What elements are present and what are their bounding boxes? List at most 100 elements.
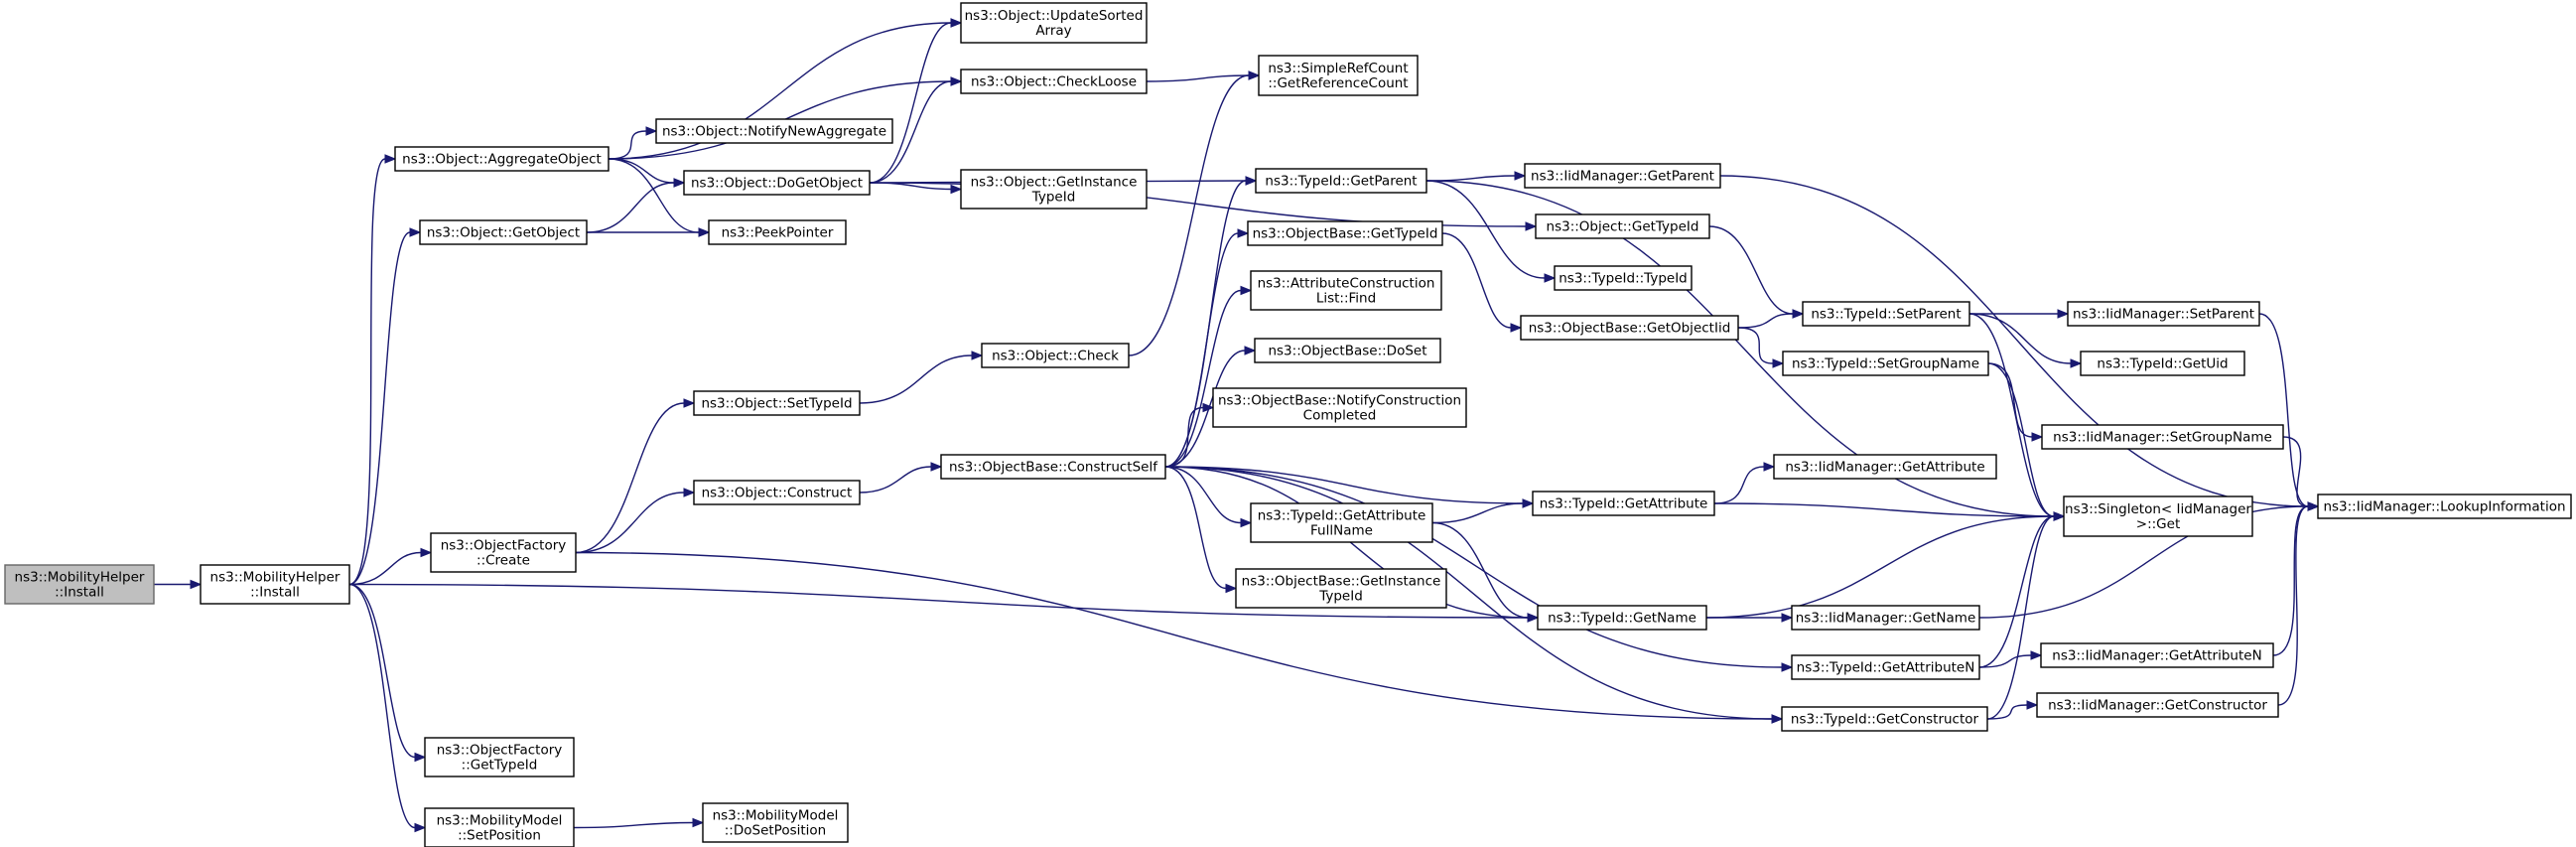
edge-arrowhead [2026,700,2039,710]
node-box [394,146,610,172]
node-box [981,343,1130,368]
node-box [1255,168,1427,194]
node-ns3-typeid-getconstructor[interactable]: ns3::TypeId::GetConstructor [1781,706,1988,732]
node-label: ns3::Object::GetObject [427,225,580,241]
edge-n17-n23 [1164,406,1204,468]
node-label: FullName [1310,523,1373,539]
edge-n1-n6 [348,583,416,829]
node-ns3-simplerefcount-getreferencecount[interactable]: ns3::SimpleRefCount::GetReferenceCount [1258,55,1419,96]
node-label: ns3::TypeId::GetAttributeN [1797,660,1975,676]
edge-arrowhead [2053,511,2066,521]
edge-n31-n41 [1705,515,2055,619]
node-ns3-mobilityhelper-install[interactable]: ns3::MobilityHelper::Install [200,564,350,605]
node-label: ns3::IidManager::GetName [1796,611,1976,627]
node-box [960,169,1148,210]
node-label: ::DoSetPosition [725,823,826,839]
node-ns3-object-getobject[interactable]: ns3::Object::GetObject [419,219,588,245]
edge-arrowhead [950,18,963,28]
node-ns3-objectbase-gettypeid[interactable]: ns3::ObjectBase::GetTypeId [1247,220,1443,246]
node-box [708,219,847,245]
node-ns3-iidmanager-getname[interactable]: ns3::IidManager::GetName [1791,605,1980,631]
node-ns3-objectbase-notifyconstructioncompleted[interactable]: ns3::ObjectBase::NotifyConstructionCompl… [1212,387,1467,428]
node-ns3-peekpointer[interactable]: ns3::PeekPointer [708,219,847,245]
node-ns3-object-dogetobject[interactable]: ns3::Object::DoGetObject [683,170,871,196]
node-ns3-object-construct[interactable]: ns3::Object::Construct [693,480,861,505]
node-ns3-iidmanager-setgroupname[interactable]: ns3::IidManager::SetGroupName [2041,424,2284,450]
node-ns3-iidmanager-setparent[interactable]: ns3::IidManager::SetParent [2067,301,2260,327]
edge-arrowhead [409,227,422,237]
node-label: ns3::TypeId::GetAttribute [1540,496,1708,512]
node-box [2041,424,2284,450]
node-ns3-object-aggregateobject[interactable]: ns3::Object::AggregateObject [394,146,610,172]
node-ns3-typeid-getuid[interactable]: ns3::TypeId::GetUid [2080,351,2245,376]
node-ns3-objectfactory-create[interactable]: ns3::ObjectFactory::Create [430,532,577,573]
node-ns3-iidmanager-lookupinformation[interactable]: ns3::IidManager::LookupInformation [2317,494,2572,519]
edge-arrowhead [950,184,963,195]
node-ns3-mobilitymodel-dosetposition[interactable]: ns3::MobilityModel::DoSetPosition [702,802,849,843]
edge-n17-n20 [1164,232,1239,468]
edge-arrowhead [1771,714,1784,724]
node-ns3-objectfactory-gettypeid[interactable]: ns3::ObjectFactory::GetTypeId [424,737,575,777]
node-label: ::Install [55,585,104,601]
node-ns3-iidmanager-getattribute[interactable]: ns3::IidManager::GetAttribute [1773,454,1997,480]
node-label: ns3::SimpleRefCount [1268,61,1408,76]
edge-arrowhead [2057,309,2070,319]
edge-n36-n41 [1978,515,2055,668]
edge-n38-n44 [2258,313,2309,507]
node-ns3-typeid-getparent[interactable]: ns3::TypeId::GetParent [1255,168,1427,194]
edge-n17-n24 [1164,466,1242,524]
node-ns3-iidmanager-getparent[interactable]: ns3::IidManager::GetParent [1524,163,1721,189]
edge-arrowhead [971,351,984,360]
edge-arrowhead [930,462,943,472]
node-box [1532,491,1715,516]
node-label: ns3::MobilityModel [713,808,839,824]
node-ns3-mobilityhelper-install[interactable]: ns3::MobilityHelper::Install [4,564,155,605]
node-ns3-typeid-setgroupname[interactable]: ns3::TypeId::SetGroupName [1782,351,1989,376]
node-label: ns3::IidManager::GetConstructor [2048,698,2267,714]
node-ns3-mobilitymodel-setposition[interactable]: ns3::MobilityModel::SetPosition [424,807,575,847]
node-label: >::Get [2136,516,2180,532]
node-ns3-object-settypeid[interactable]: ns3::Object::SetTypeId [693,390,861,416]
node-box [424,737,575,777]
node-label: TypeId [1031,190,1076,206]
node-ns3-object-checkloose[interactable]: ns3::Object::CheckLoose [960,69,1148,94]
node-ns3-typeid-typeid[interactable]: ns3::TypeId::TypeId [1554,265,1693,291]
node-label: ns3::IidManager::GetAttributeN [2052,648,2261,664]
edge-arrowhead [645,126,658,136]
edge-n19-n41 [1425,180,2055,517]
node-label: ns3::IidManager::GetParent [1531,169,1714,185]
node-box [2317,494,2572,519]
node-ns3-iidmanager-getconstructor[interactable]: ns3::IidManager::GetConstructor [2036,692,2279,718]
node-ns3-typeid-getattribute[interactable]: ns3::TypeId::GetAttribute [1532,491,1715,516]
node-ns3-iidmanager-getattributen[interactable]: ns3::IidManager::GetAttributeN [2040,642,2274,668]
node-ns3-objectbase-constructself[interactable]: ns3::ObjectBase::ConstructSelf [940,454,1166,480]
edge-arrowhead [683,398,696,408]
node-box [1250,502,1433,543]
node-ns3-object-notifynewaggregate[interactable]: ns3::Object::NotifyNewAggregate [655,118,893,144]
node-label: ns3::TypeId::SetGroupName [1792,356,1979,372]
edge-arrowhead [1514,171,1527,181]
node-ns3-objectbase-getobjectiid[interactable]: ns3::ObjectBase::GetObjectIid [1520,315,1739,341]
node-label: ns3::ObjectFactory [441,538,567,554]
node-label: TypeId [1318,589,1363,605]
edge-arrowhead [1781,613,1794,623]
node-ns3-objectbase-doset[interactable]: ns3::ObjectBase::DoSet [1254,338,1441,363]
node-ns3-typeid-getname[interactable]: ns3::TypeId::GetName [1537,605,1707,631]
edge-n1-n4 [348,551,422,586]
node-ns3-typeid-getattributen[interactable]: ns3::TypeId::GetAttributeN [1791,654,1980,680]
node-box [960,69,1148,94]
node-label: ns3::Object::GetInstance [971,175,1138,191]
node-ns3-typeid-setparent[interactable]: ns3::TypeId::SetParent [1802,301,1970,327]
node-box [655,118,893,144]
node-ns3-object-gettypeid[interactable]: ns3::Object::GetTypeId [1535,213,1710,239]
node-label: ns3::IidManager::GetAttribute [1785,460,1984,476]
node-ns3-object-check[interactable]: ns3::Object::Check [981,343,1130,368]
node-label: ns3::AttributeConstruction [1258,276,1435,292]
edge-n29-n33 [1737,327,1774,364]
node-ns3-singleton-iidmanager-get[interactable]: ns3::Singleton< IidManager >::Get [2063,495,2253,537]
